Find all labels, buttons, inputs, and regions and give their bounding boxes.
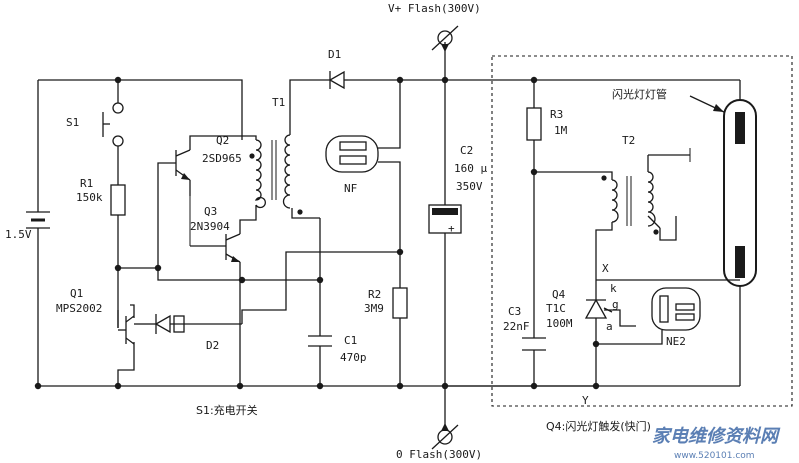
label-c1-name: C1 (344, 334, 357, 347)
nf-neon-lamp-symbol (325, 135, 379, 173)
label-q3-part: 2N3904 (190, 220, 230, 233)
label-r2-name: R2 (368, 288, 381, 301)
c3-capacitor-symbol (522, 337, 546, 351)
label-c3-value: 22nF (503, 320, 530, 333)
right-wiring (445, 79, 741, 387)
q1-transistor-symbol (118, 315, 135, 345)
label-q1-part: MPS2002 (56, 302, 102, 315)
label-t1: T1 (272, 96, 285, 109)
flash-rail (431, 25, 459, 450)
q2-transistor-symbol (175, 149, 191, 181)
label-q4-rating: 100M (546, 317, 573, 330)
caption-q4: Q4:闪光灯触发(快门) (546, 419, 651, 433)
c2-capacitor-symbol (428, 204, 462, 234)
label-r1-value: 150k (76, 191, 103, 204)
label-q4-part: T1C (546, 302, 566, 315)
label-c2-plus: + (448, 222, 455, 235)
d1-diode-symbol (328, 70, 348, 90)
r2-resistor-symbol (392, 287, 408, 319)
label-r2-value: 3M9 (364, 302, 384, 315)
battery-symbol (26, 211, 50, 229)
r1-resistor-symbol (110, 184, 126, 216)
c1-capacitor-symbol (308, 335, 332, 347)
d2-diode-symbol (150, 314, 190, 334)
label-q4-name: Q4 (552, 288, 566, 301)
label-q1-name: Q1 (70, 287, 83, 300)
label-c2-name: C2 (460, 144, 473, 157)
watermark-url: www.520101.com (674, 451, 755, 461)
label-g: g (612, 298, 619, 311)
label-d1: D1 (328, 48, 341, 61)
label-s1: S1 (66, 116, 79, 129)
flash-tube-symbol (689, 95, 757, 287)
caption-s1: S1:充电开关 (196, 403, 258, 417)
label-q2-name: Q2 (216, 134, 229, 147)
watermark: 家电维修资料网 www.520101.com (652, 426, 781, 461)
label-r1-name: R1 (80, 177, 93, 190)
ne2-neon-lamp-symbol (651, 287, 701, 331)
q4-scr-symbol (584, 298, 613, 319)
t2-transformer-symbol (601, 155, 661, 235)
label-q3-name: Q3 (204, 205, 217, 218)
label-vplus: V+ Flash(300V) (388, 2, 481, 15)
label-r3-value: 1M (554, 124, 568, 137)
label-ne2: NE2 (666, 335, 686, 348)
junction-dots (34, 76, 600, 390)
label-battery: 1.5V (5, 228, 32, 241)
label-flash-tube: 闪光灯灯管 (612, 87, 667, 101)
left-wiring (37, 79, 596, 387)
label-c2-voltage: 350V (456, 180, 483, 193)
label-k: k (610, 282, 617, 295)
label-c2-value: 160 μ (454, 162, 487, 175)
watermark-title: 家电维修资料网 (652, 426, 781, 447)
label-y: Y (582, 394, 589, 407)
s1-switch-symbol (102, 102, 124, 147)
q3-transistor-symbol (189, 196, 241, 263)
label-c1-value: 470p (340, 351, 367, 364)
label-x: X (602, 262, 609, 275)
label-nf: NF (344, 182, 357, 195)
label-r3-name: R3 (550, 108, 563, 121)
label-d2: D2 (206, 339, 219, 352)
r3-resistor-symbol (526, 107, 542, 141)
label-q2-part: 2SD965 (202, 152, 242, 165)
label-c3-name: C3 (508, 305, 521, 318)
t1-transformer-symbol (249, 134, 303, 215)
trigger-module-box (491, 55, 793, 407)
label-zero: 0 Flash(300V) (396, 448, 482, 461)
label-t2: T2 (622, 134, 635, 147)
label-a: a (606, 320, 613, 333)
